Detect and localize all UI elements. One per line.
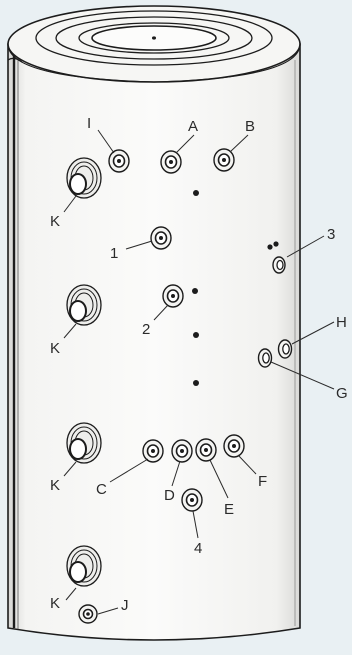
fitting-G (257, 348, 273, 368)
fitting-J (78, 604, 98, 624)
label-1: 1 (110, 245, 118, 262)
leader-lines (63, 129, 335, 615)
fitting-E (195, 438, 217, 462)
connection-K4 (66, 545, 102, 587)
label-K3: K (50, 477, 60, 494)
label-4: 4 (194, 540, 202, 557)
fitting-B (213, 148, 235, 172)
fitting-C (142, 439, 164, 463)
label-D: D (164, 487, 175, 504)
label-A: A (188, 118, 198, 135)
label-K2: K (50, 340, 60, 357)
label-J: J (121, 597, 129, 614)
label-F: F (258, 473, 267, 490)
fitting-H (277, 339, 293, 359)
sensor-dot (273, 241, 279, 247)
connection-K3 (66, 422, 102, 464)
tank-top-lid (7, 5, 301, 83)
fitting-I (108, 149, 130, 173)
connection-K2 (66, 284, 102, 326)
label-3: 3 (327, 226, 335, 243)
fitting-D (171, 439, 193, 463)
fitting-2 (162, 284, 184, 308)
label-I: I (87, 115, 91, 132)
label-G: G (336, 385, 348, 402)
fitting-A (160, 150, 182, 174)
label-H: H (336, 314, 347, 331)
sensor-dots (192, 190, 199, 386)
connection-K1 (66, 157, 102, 199)
fitting-4 (181, 488, 203, 512)
label-B: B (245, 118, 255, 135)
callout-labels: I A B 3 K 1 2 K H G K C D E F 4 K J (50, 115, 348, 614)
sensor-dot (267, 244, 273, 250)
fitting-3 (267, 241, 286, 274)
fitting-1 (150, 226, 172, 250)
label-K1: K (50, 213, 60, 230)
label-K4: K (50, 595, 60, 612)
label-2: 2 (142, 321, 150, 338)
fitting-F (223, 434, 245, 458)
label-C: C (96, 481, 107, 498)
label-E: E (224, 501, 234, 518)
